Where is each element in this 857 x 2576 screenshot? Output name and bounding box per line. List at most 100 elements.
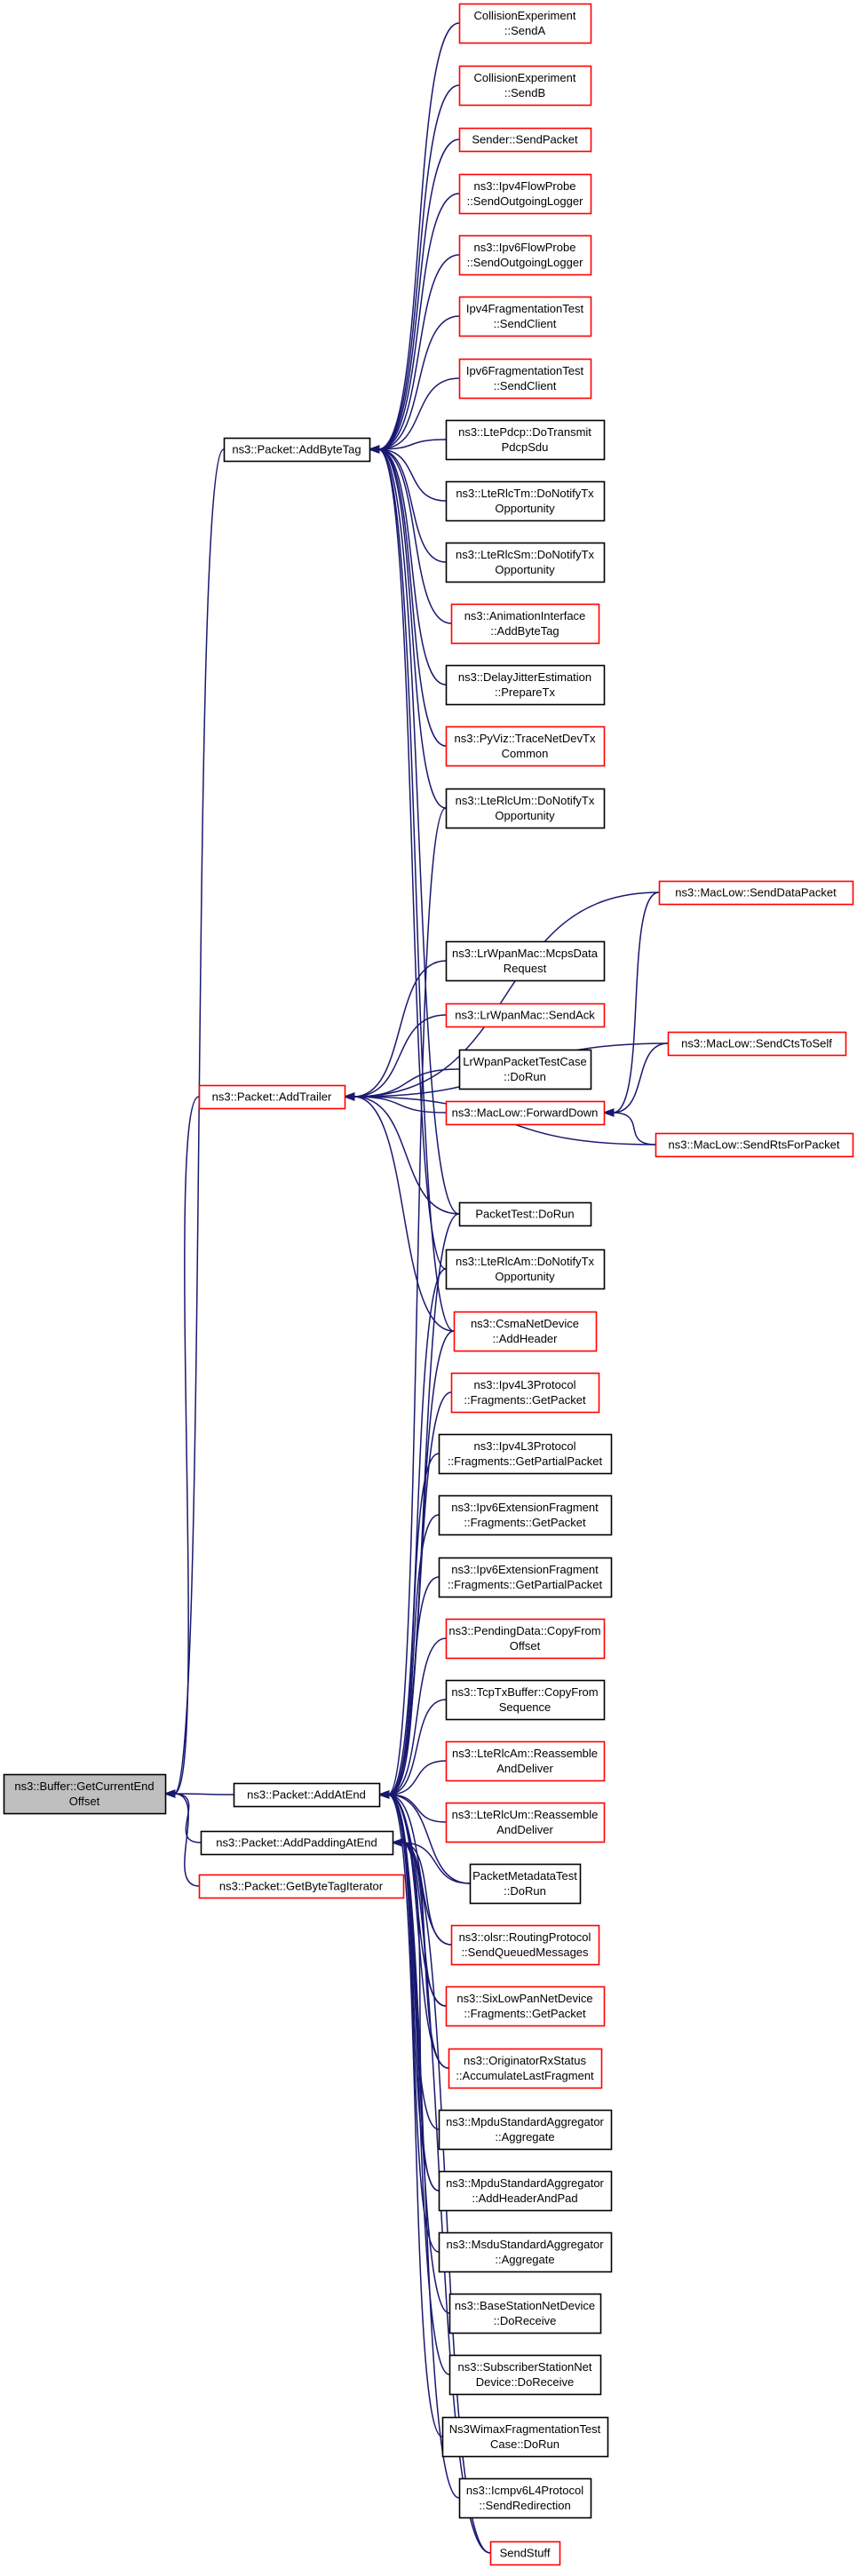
node-ipv6ExtPartial[interactable]: ns3::Ipv6ExtensionFragment::Fragments::G… bbox=[438, 1557, 613, 1598]
node-addAtEnd[interactable]: ns3::Packet::AddAtEnd bbox=[233, 1782, 381, 1808]
node-box bbox=[445, 1740, 606, 1782]
node-box bbox=[458, 173, 592, 215]
node-ipv4L3GetPacket[interactable]: ns3::Ipv4L3Protocol::Fragments::GetPacke… bbox=[450, 1372, 600, 1414]
node-originatorRx[interactable]: ns3::OriginatorRxStatus::AccumulateLastF… bbox=[448, 2048, 603, 2089]
node-box bbox=[198, 1084, 346, 1110]
node-box bbox=[458, 1201, 592, 1227]
edge-sendB-to-addByteTag bbox=[368, 84, 460, 454]
nodes-layer: ns3::Buffer::GetCurrentEndOffsetns3::Pac… bbox=[3, 3, 854, 2566]
node-box bbox=[3, 1773, 167, 1815]
node-addPaddingAtEnd[interactable]: ns3::Packet::AddPaddingAtEnd bbox=[200, 1830, 394, 1856]
edge-csmaAddHeader-to-addTrailer bbox=[343, 1092, 455, 1332]
node-box bbox=[445, 1248, 606, 1290]
node-label: ::SendOutgoingLogger bbox=[467, 256, 583, 269]
node-label: ns3::PyViz::TraceNetDevTx bbox=[455, 732, 596, 745]
node-label: ns3::Packet::AddByteTag bbox=[232, 443, 361, 456]
node-label: ::Fragments::GetPacket bbox=[464, 1393, 586, 1407]
node-box bbox=[445, 1618, 606, 1660]
node-label: ns3::LteRlcUm::DoNotifyTx bbox=[456, 794, 595, 807]
node-label: AndDeliver bbox=[496, 1823, 553, 1836]
node-sendB[interactable]: CollisionExperiment::SendB bbox=[458, 65, 592, 107]
node-label: Sender::SendPacket bbox=[472, 133, 578, 147]
node-label: ::Fragments::GetPartialPacket bbox=[448, 1454, 603, 1468]
node-box bbox=[200, 1830, 394, 1856]
node-box bbox=[450, 1924, 600, 1966]
node-macLowSendCts[interactable]: ns3::MacLow::SendCtsToSelf bbox=[667, 1031, 847, 1057]
node-mpduAddHeader[interactable]: ns3::MpduStandardAggregator::AddHeaderAn… bbox=[438, 2170, 613, 2212]
node-label: ns3::Ipv4FlowProbe bbox=[474, 179, 576, 193]
node-mpduAggregate[interactable]: ns3::MpduStandardAggregator::Aggregate bbox=[438, 2109, 613, 2151]
edge-ipv4L3Partial-to-addAtEnd bbox=[377, 1453, 440, 1799]
node-box bbox=[445, 1003, 606, 1028]
node-label: ns3::TcpTxBuffer::CopyFrom bbox=[451, 1685, 598, 1699]
node-baseStation[interactable]: ns3::BaseStationNetDevice::DoReceive bbox=[448, 2293, 602, 2334]
node-macLowSendData[interactable]: ns3::MacLow::SendDataPacket bbox=[658, 880, 854, 906]
node-getByteTagIterator[interactable]: ns3::Packet::GetByteTagIterator bbox=[198, 1874, 405, 1899]
node-label: ::Fragments::GetPartialPacket bbox=[448, 1578, 603, 1591]
node-subscriber[interactable]: ns3::SubscriberStationNetDevice::DoRecei… bbox=[448, 2354, 602, 2396]
node-ipv4L3Partial[interactable]: ns3::Ipv4L3Protocol::Fragments::GetParti… bbox=[438, 1433, 613, 1475]
edge-macLowSendRts-to-macLowForward bbox=[602, 1108, 656, 1145]
node-box bbox=[458, 65, 592, 107]
node-ipv4FragTest[interactable]: Ipv4FragmentationTest::SendClient bbox=[458, 296, 592, 337]
node-label: ns3::SubscriberStationNet bbox=[457, 2360, 591, 2374]
node-box bbox=[458, 127, 592, 153]
node-label: PacketMetadataTest bbox=[472, 1869, 577, 1882]
node-senderSendPacket[interactable]: Sender::SendPacket bbox=[458, 127, 592, 153]
node-label: ::SendClient bbox=[494, 379, 557, 392]
node-ipv6ExtGetPacket[interactable]: ns3::Ipv6ExtensionFragment::Fragments::G… bbox=[438, 1494, 613, 1536]
node-icmpv6[interactable]: ns3::Icmpv6L4Protocol::SendRedirection bbox=[458, 2477, 592, 2519]
node-label: ::AddHeader bbox=[493, 1332, 559, 1345]
edge-getByteTagIterator-to-root bbox=[163, 1789, 200, 1887]
node-label: ns3::OriginatorRxStatus bbox=[464, 2054, 587, 2067]
node-pktMetaTest[interactable]: PacketMetadataTest::DoRun bbox=[469, 1863, 582, 1905]
node-olsrSendQueued[interactable]: ns3::olsr::RoutingProtocol::SendQueuedMe… bbox=[450, 1924, 600, 1966]
node-macLowSendRts[interactable]: ns3::MacLow::SendRtsForPacket bbox=[655, 1132, 854, 1158]
node-label: ns3::BaseStationNetDevice bbox=[455, 2299, 595, 2312]
node-delayJitter[interactable]: ns3::DelayJitterEstimation::PrepareTx bbox=[445, 664, 606, 706]
node-animAddByteTag[interactable]: ns3::AnimationInterface::AddByteTag bbox=[450, 603, 600, 645]
node-lrWpanSendAck[interactable]: ns3::LrWpanMac::SendAck bbox=[445, 1003, 606, 1028]
node-ipv4FlowProbe[interactable]: ns3::Ipv4FlowProbe::SendOutgoingLogger bbox=[458, 173, 592, 215]
node-ipv6FragTest[interactable]: Ipv6FragmentationTest::SendClient bbox=[458, 358, 592, 400]
node-label: ::Fragments::GetPacket bbox=[464, 2007, 586, 2020]
node-sendStuff[interactable]: SendStuff bbox=[489, 2540, 561, 2566]
node-label: ::AddByteTag bbox=[490, 624, 559, 638]
node-label: ::Fragments::GetPacket bbox=[464, 1516, 586, 1529]
node-label: ns3::AnimationInterface bbox=[464, 609, 586, 622]
node-sixLowPan[interactable]: ns3::SixLowPanNetDevice::Fragments::GetP… bbox=[445, 1986, 606, 2027]
node-label: Ipv6FragmentationTest bbox=[466, 364, 584, 377]
node-box bbox=[445, 542, 606, 583]
node-macLowForward[interactable]: ns3::MacLow::ForwardDown bbox=[445, 1100, 606, 1126]
node-addTrailer[interactable]: ns3::Packet::AddTrailer bbox=[198, 1084, 346, 1110]
node-label: Opportunity bbox=[495, 502, 555, 515]
node-box bbox=[445, 480, 606, 522]
node-lrWpanTestCase[interactable]: LrWpanPacketTestCase::DoRun bbox=[458, 1049, 592, 1090]
node-box bbox=[438, 1494, 613, 1536]
node-box bbox=[438, 1557, 613, 1598]
node-label: ns3::PendingData::CopyFrom bbox=[448, 1624, 600, 1637]
node-msduAggregate[interactable]: ns3::MsduStandardAggregator::Aggregate bbox=[438, 2231, 613, 2273]
node-box bbox=[438, 2170, 613, 2212]
node-label: Opportunity bbox=[495, 809, 555, 822]
node-sendA[interactable]: CollisionExperiment::SendA bbox=[458, 3, 592, 44]
node-box bbox=[458, 296, 592, 337]
node-box bbox=[448, 2048, 603, 2089]
node-addByteTag[interactable]: ns3::Packet::AddByteTag bbox=[223, 437, 371, 463]
node-csmaAddHeader[interactable]: ns3::CsmaNetDevice::AddHeader bbox=[453, 1311, 598, 1352]
node-ipv6FlowProbe[interactable]: ns3::Ipv6FlowProbe::SendOutgoingLogger bbox=[458, 234, 592, 276]
node-packetTestDoRun[interactable]: PacketTest::DoRun bbox=[458, 1201, 592, 1227]
